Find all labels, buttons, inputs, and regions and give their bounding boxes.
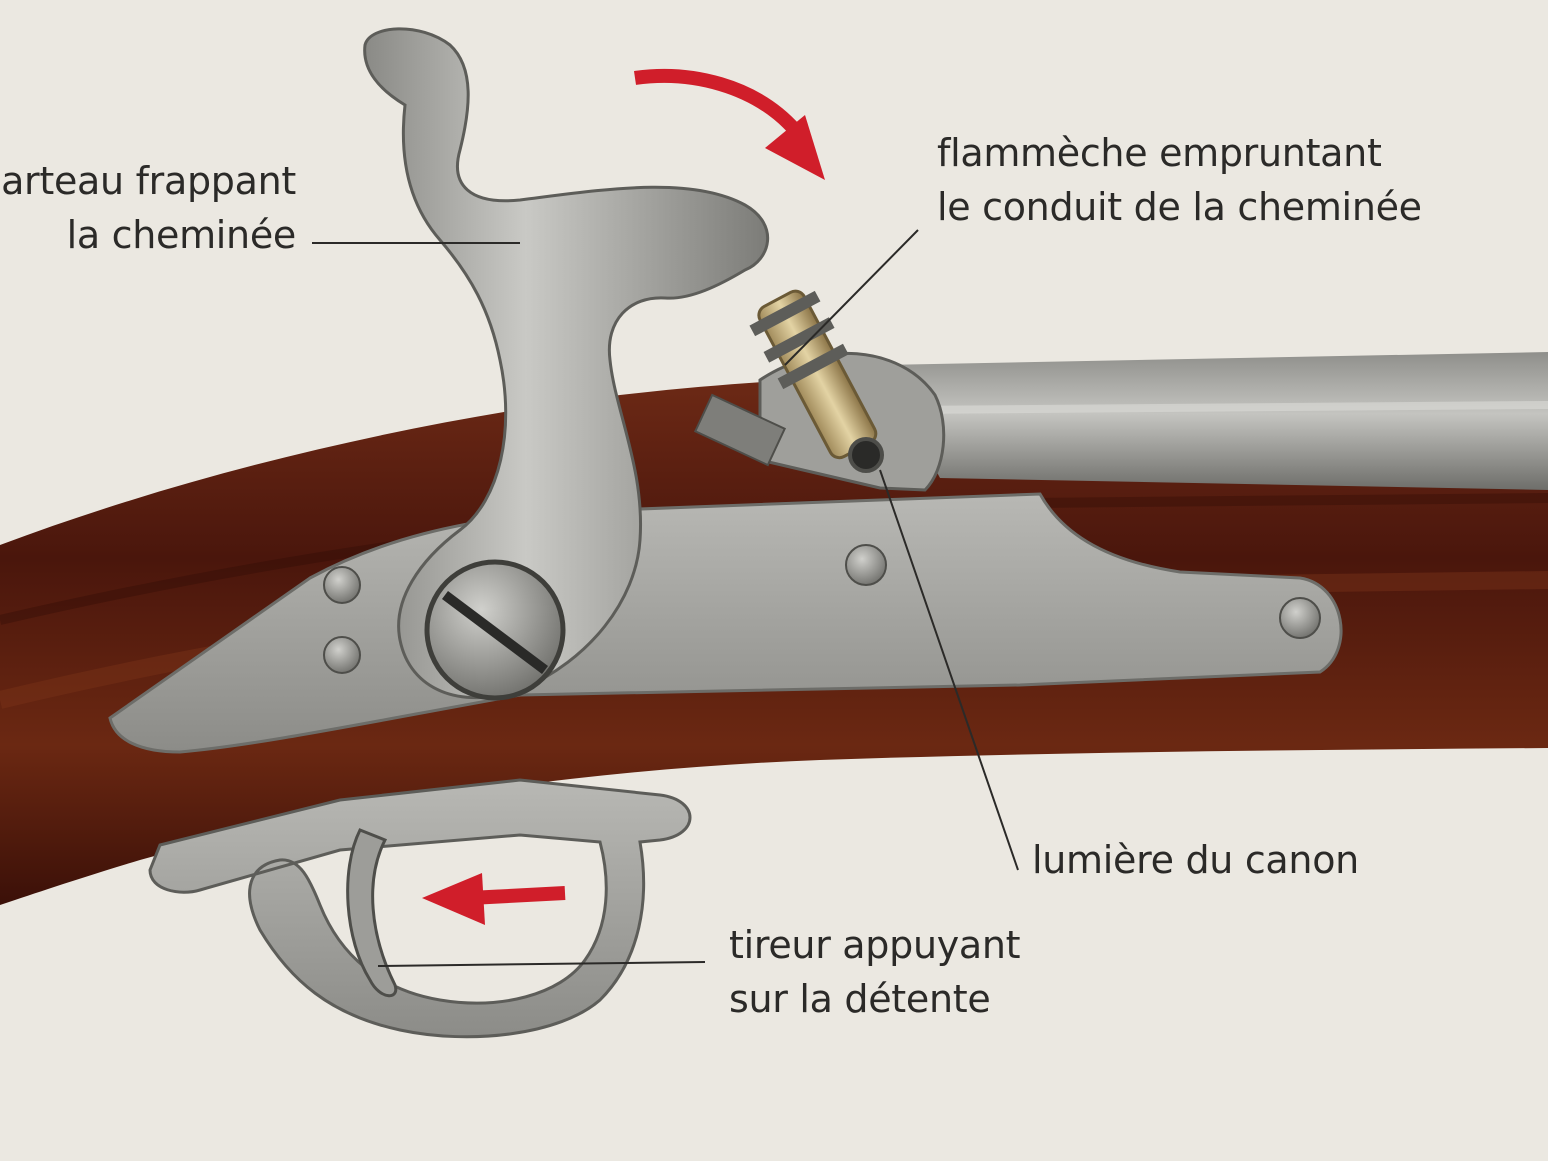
touchhole-label-line1: lumière du canon	[1032, 838, 1359, 882]
leader-line-touchhole	[879, 469, 1019, 871]
trigger-label-line2: sur la détente	[729, 977, 991, 1021]
nipple	[749, 289, 878, 460]
plate-screw	[1279, 597, 1321, 639]
flash-label-line1: flammèche empruntant	[937, 131, 1382, 175]
curved-arrow-right-icon	[633, 69, 801, 135]
hammer-label: arteau frappant la cheminée	[0, 154, 296, 262]
leader-line-trigger	[377, 961, 706, 967]
arrow-left-head	[422, 873, 485, 925]
gun-barrel	[880, 352, 1548, 490]
hammer	[363, 27, 770, 700]
flash-label: flammèche empruntant le conduit de la ch…	[937, 126, 1422, 234]
curved-arrow-right-head	[765, 115, 825, 180]
touch-hole	[848, 437, 884, 473]
hammer-label-line1: arteau frappant	[1, 159, 296, 203]
trigger-label: tireur appuyant sur la détente	[729, 918, 1021, 1026]
plate-screw	[323, 636, 361, 674]
arrow-left-icon	[469, 886, 566, 905]
plate-screw	[323, 566, 361, 604]
trigger-guard	[148, 778, 692, 1039]
hammer-label-line2: la cheminée	[66, 213, 297, 257]
leader-line-flash	[784, 229, 919, 366]
trigger	[346, 828, 398, 998]
trigger-label-line1: tireur appuyant	[729, 923, 1021, 967]
flash-label-line2: le conduit de la cheminée	[937, 185, 1422, 229]
plate-screw	[845, 544, 887, 586]
touchhole-label: lumière du canon	[1032, 833, 1359, 887]
